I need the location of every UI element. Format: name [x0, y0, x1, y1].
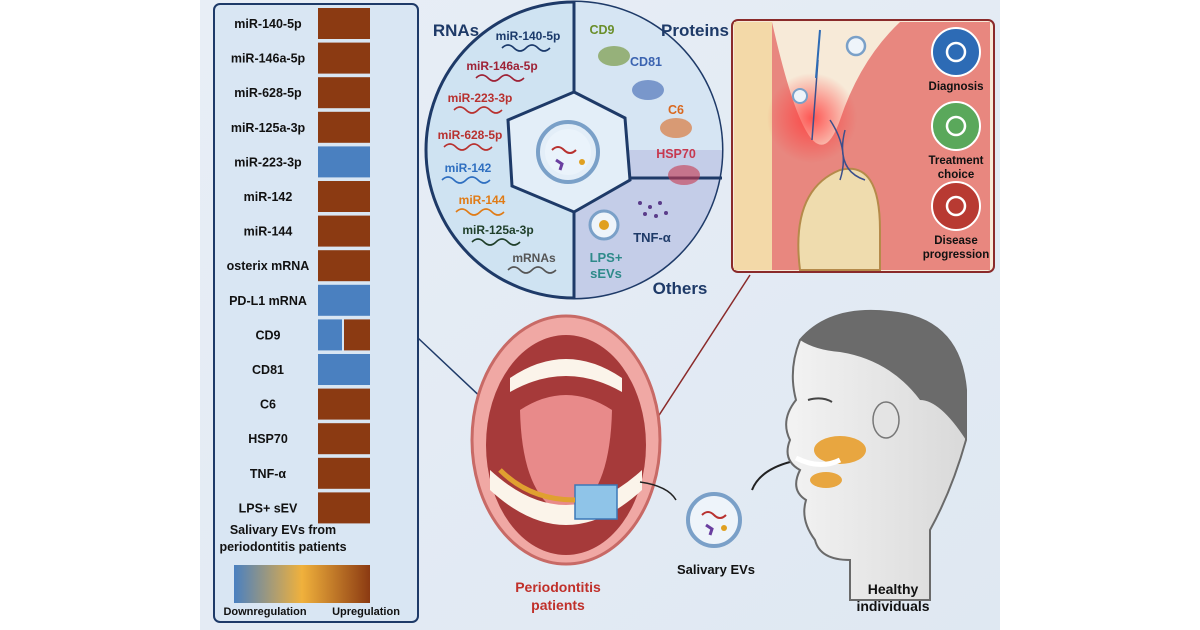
- rna-strand-icon: [443, 143, 493, 151]
- heatmap-cell-down: [318, 284, 370, 316]
- heatmap-cell-up: [344, 319, 370, 351]
- salivary-ev-icon: [686, 492, 742, 548]
- heatmap-row-label: miR-223-3p: [234, 155, 302, 169]
- heatmap-cell-up: [318, 388, 370, 420]
- heatmap-row-label: miR-142: [244, 190, 293, 204]
- rna-strand-icon: [475, 74, 525, 82]
- rna-item-label: miR-140-5p: [496, 29, 561, 43]
- heatmap-cell-up: [318, 77, 370, 109]
- heatmap-cell-up: [318, 492, 370, 524]
- heatmap-row-label: TNF-α: [250, 467, 286, 481]
- heatmap-cell-up: [318, 250, 370, 282]
- rna-strand-icon: [455, 208, 505, 216]
- rna-item-label: mRNAs: [512, 251, 556, 265]
- protein-blob-icon: [632, 80, 664, 100]
- arrow-mouth-to-ev: [639, 481, 677, 501]
- patient-icon: [931, 181, 981, 231]
- salivary-evs-label: Salivary EVs: [677, 562, 755, 577]
- heatmap-row-label: osterix mRNA: [227, 259, 310, 273]
- heatmap-row-label: CD81: [252, 363, 284, 377]
- icon-glyph: [945, 115, 967, 137]
- heatmap-rows: miR-140-5p miR-146a-5p miR-628-5p miR-125a-…: [227, 8, 370, 524]
- heatmap-row-label: miR-144: [244, 225, 293, 239]
- arrow-healthy-to-ev: [751, 461, 791, 491]
- icon-glyph: [945, 195, 967, 217]
- heatmap-cell-up: [318, 423, 370, 455]
- protein-item-label: C6: [668, 103, 684, 117]
- magnifier-icon: [931, 27, 981, 77]
- healthy-label-line1: Healthy: [868, 581, 919, 597]
- protein-blob-icon: [660, 118, 692, 138]
- healthy-head-illustration: [785, 309, 967, 601]
- lps-label-line2: sEVs: [590, 266, 622, 281]
- rna-item-label: miR-223-3p: [448, 91, 513, 105]
- clinical-label-line1: Treatment: [929, 155, 984, 167]
- rna-strand-icon: [471, 238, 521, 246]
- clinic-icon: [931, 101, 981, 151]
- rna-list: miR-140-5p miR-146a-5p miR-223-3p miR-628-5…: [438, 29, 561, 274]
- protein-blob-icon: [668, 165, 700, 185]
- heatmap-cell-down: [318, 146, 370, 178]
- heatmap-cell-up: [318, 8, 370, 39]
- heatmap-row-label: CD9: [255, 328, 280, 342]
- legend-high-label: Upregulation: [332, 606, 400, 618]
- heatmap-cell-up: [318, 215, 370, 247]
- rna-item-label: miR-125a-3p: [462, 223, 533, 237]
- heatmap-row-label: C6: [260, 398, 276, 412]
- heatmap-caption-line1: Salivary EVs from: [230, 523, 336, 537]
- icon-glyph: [945, 41, 967, 63]
- rna-strand-icon: [501, 44, 551, 52]
- heatmap-row-label: PD-L1 mRNA: [229, 294, 307, 308]
- tnf-label: TNF-α: [633, 230, 671, 245]
- protein-item-label: CD9: [589, 23, 614, 37]
- heatmap-row-label: HSP70: [248, 432, 288, 446]
- heatmap-cell-down: [318, 354, 370, 385]
- heatmap-cell-up: [318, 111, 370, 143]
- rna-strand-icon: [507, 266, 557, 274]
- healthy-label-line2: individuals: [856, 598, 929, 614]
- heatmap-caption-line2: periodontitis patients: [219, 540, 346, 554]
- clinical-label-line2: progression: [923, 249, 989, 261]
- rna-strand-icon: [441, 176, 491, 184]
- color-scale-bar: [234, 565, 370, 603]
- ev-composition-circle: [424, 0, 724, 300]
- heatmap-row-label: LPS+ sEV: [239, 501, 298, 515]
- others-title: Others: [653, 279, 708, 298]
- legend-low-label: Downregulation: [223, 606, 306, 618]
- rna-item-label: miR-144: [459, 193, 506, 207]
- rnas-title: RNAs: [433, 21, 479, 40]
- heatmap-row-label: miR-125a-3p: [231, 121, 306, 135]
- clinical-label-line2: choice: [938, 169, 974, 181]
- periodontitis-label-line1: Periodontitis: [515, 579, 601, 595]
- heatmap-row-label: miR-628-5p: [234, 86, 302, 100]
- heatmap-cell-up: [318, 42, 370, 74]
- heatmap-cell-up: [318, 457, 370, 489]
- heatmap-row-label: miR-146a-5p: [231, 52, 306, 66]
- rna-item-label: miR-146a-5p: [466, 59, 537, 73]
- lps-sev-icon: [588, 209, 620, 241]
- protein-item-label: CD81: [630, 55, 662, 69]
- clinical-label-line1: Diagnosis: [929, 81, 984, 93]
- tnf-dots: [638, 201, 668, 218]
- rna-item-label: miR-142: [445, 161, 492, 175]
- rna-strand-icon: [453, 106, 503, 114]
- protein-blob-icon: [598, 46, 630, 66]
- heatmap-cell-up: [318, 181, 370, 212]
- open-mouth-illustration: [470, 314, 662, 566]
- protein-item-label: HSP70: [656, 147, 696, 161]
- heatmap-row-label: miR-140-5p: [234, 17, 302, 31]
- proteins-title: Proteins: [661, 21, 729, 40]
- rna-item-label: miR-628-5p: [438, 128, 503, 142]
- lps-label-line1: LPS+: [590, 250, 623, 265]
- clinical-label-line1: Disease: [934, 235, 977, 247]
- heatmap-cell-down: [318, 319, 342, 351]
- periodontitis-label-line2: patients: [531, 597, 585, 613]
